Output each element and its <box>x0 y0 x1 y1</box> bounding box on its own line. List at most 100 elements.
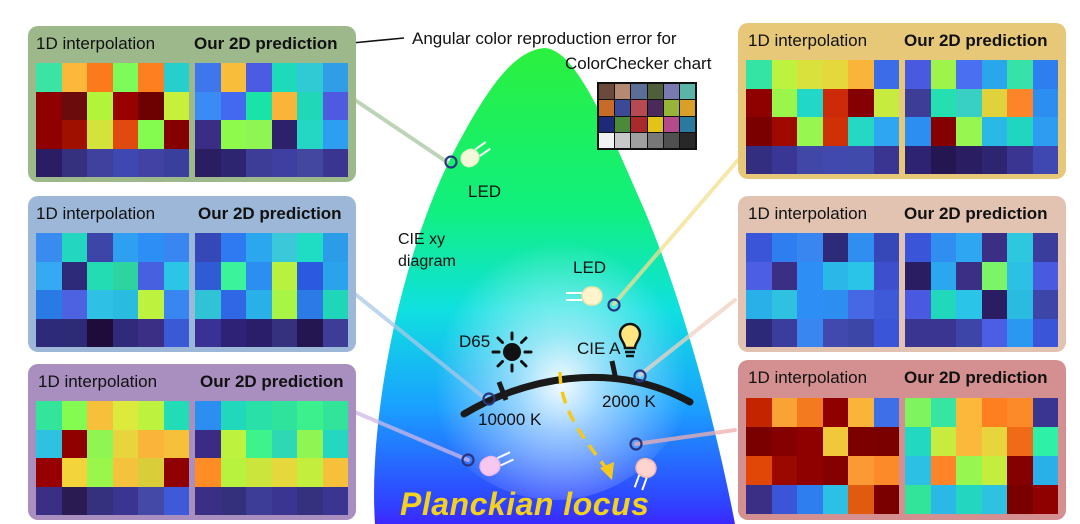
heatmap-cell <box>746 233 772 262</box>
heatmap-cell <box>36 148 62 177</box>
heatmap-cell <box>297 318 323 347</box>
heatmap-cell <box>322 63 348 92</box>
heatmap-cell <box>1007 398 1033 427</box>
heatmap-cell <box>873 290 899 319</box>
heatmap-cell <box>87 91 113 120</box>
heatmap-cell <box>195 120 221 149</box>
heatmap-cell <box>138 290 164 319</box>
heatmap-cell <box>956 318 982 347</box>
panel-green: 1D interpolation Our 2D prediction <box>28 26 356 182</box>
heatmap-cell <box>322 429 348 458</box>
heatmap-cell <box>297 429 323 458</box>
heatmap-cell <box>848 117 874 146</box>
heatmap-cell <box>771 88 797 117</box>
heatmap-cell <box>771 60 797 89</box>
heatmap-cell <box>61 401 87 430</box>
heatmap-cell <box>797 427 823 456</box>
heatmap-cell <box>956 145 982 174</box>
heatmap-cell <box>981 485 1007 514</box>
heatmap-cell <box>322 91 348 120</box>
heatmap-cell <box>956 290 982 319</box>
colorchecker-swatch <box>631 100 647 116</box>
heatmap-cell <box>163 120 189 149</box>
heatmap-cell <box>195 233 221 262</box>
heatmap-cell <box>822 427 848 456</box>
heatmap-cell <box>905 485 931 514</box>
heatmap-cell <box>746 117 772 146</box>
heatmap-cell <box>822 261 848 290</box>
heatmap-cell <box>36 233 62 262</box>
heatmap-cell <box>220 120 246 149</box>
heatmap-cell <box>112 318 138 347</box>
heatmap-cell <box>87 318 113 347</box>
heatmap-cell <box>195 63 221 92</box>
colorchecker-swatch <box>599 84 615 100</box>
colorchecker-swatch <box>615 116 631 132</box>
heatmap-cell <box>873 233 899 262</box>
heatmap-cell <box>905 117 931 146</box>
heatmap-cell <box>322 401 348 430</box>
heatmap-cell <box>36 91 62 120</box>
heatmap-cell <box>138 401 164 430</box>
heatmap-cell <box>905 318 931 347</box>
heatmap-cell <box>1007 485 1033 514</box>
heatmap-cell <box>746 318 772 347</box>
heatmap-cell <box>873 60 899 89</box>
heatmap-cell <box>930 261 956 290</box>
heatmap-cell <box>163 63 189 92</box>
heatmap-cell <box>271 148 297 177</box>
heatmap-cell <box>746 60 772 89</box>
heatmap-cell <box>297 63 323 92</box>
heatmap-cell <box>87 401 113 430</box>
heatmap-cell <box>1007 233 1033 262</box>
colorchecker-swatch <box>679 84 695 100</box>
heatmap-cell <box>771 456 797 485</box>
heatmap-cell <box>848 456 874 485</box>
heatmap-cell <box>981 88 1007 117</box>
heatmap-cell <box>746 88 772 117</box>
heatmap-cell <box>61 429 87 458</box>
heatmap-cell <box>220 429 246 458</box>
heatmap-cell <box>797 456 823 485</box>
colorchecker-swatch <box>599 116 615 132</box>
heatmap-cell <box>930 117 956 146</box>
heatmap-cell <box>848 318 874 347</box>
heatmap-cell <box>981 398 1007 427</box>
heatmap-cell <box>61 63 87 92</box>
heatmap-cell <box>61 233 87 262</box>
heatmap-cell <box>822 60 848 89</box>
heatmap-cell <box>905 261 931 290</box>
heatmap-cell <box>322 290 348 319</box>
colorchecker-swatch <box>663 116 679 132</box>
heatmap-cell <box>1032 485 1058 514</box>
heatmap-cell <box>1032 88 1058 117</box>
heatmap-cell <box>848 60 874 89</box>
chart-caption-line2: ColorChecker chart <box>565 54 712 73</box>
panel-purple-left-grid <box>36 401 189 515</box>
colorchecker-swatch <box>647 132 663 148</box>
heatmap-cell <box>956 88 982 117</box>
heatmap-cell <box>956 261 982 290</box>
heatmap-cell <box>87 148 113 177</box>
heatmap-cell <box>771 485 797 514</box>
heatmap-cell <box>905 145 931 174</box>
heatmap-cell <box>163 233 189 262</box>
heatmap-cell <box>138 261 164 290</box>
heatmap-cell <box>956 60 982 89</box>
heatmap-cell <box>981 60 1007 89</box>
temp-2000k-label: 2000 K <box>602 392 656 411</box>
panel-purple-right-label: Our 2D prediction <box>200 372 344 391</box>
heatmap-cell <box>746 290 772 319</box>
heatmap-cell <box>246 233 272 262</box>
led-bulb-icon <box>479 451 514 477</box>
heatmap-cell <box>822 456 848 485</box>
heatmap-cell <box>297 120 323 149</box>
heatmap-cell <box>138 458 164 487</box>
heatmap-cell <box>61 290 87 319</box>
heatmap-cell <box>771 290 797 319</box>
heatmap-cell <box>1032 427 1058 456</box>
heatmap-cell <box>1032 290 1058 319</box>
heatmap-cell <box>848 398 874 427</box>
heatmap-cell <box>1007 318 1033 347</box>
heatmap-cell <box>905 456 931 485</box>
